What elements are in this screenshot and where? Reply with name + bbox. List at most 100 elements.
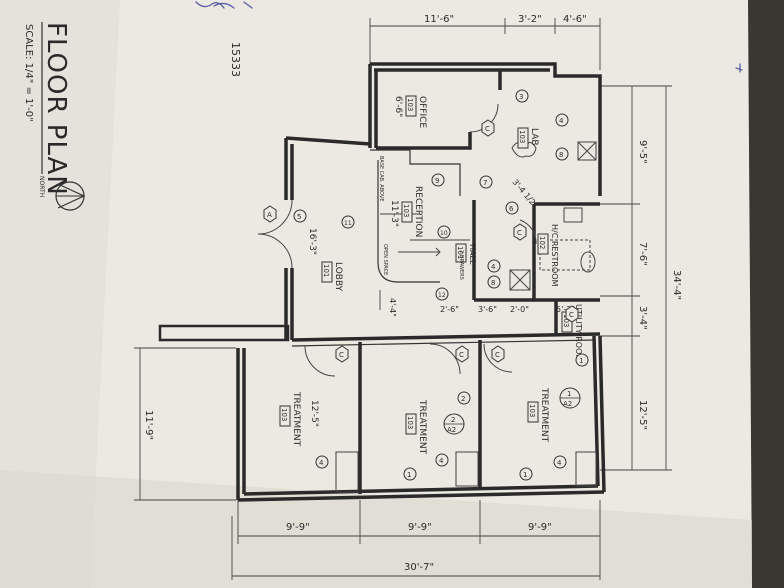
dim-int-4: 5'-2"	[556, 305, 575, 314]
dim-lobby-depth: 16'-3"	[307, 228, 317, 255]
interior-walls	[291, 70, 601, 494]
door-tag-c1: C	[481, 119, 495, 137]
keynote-11: 11	[341, 215, 355, 229]
svg-text:C: C	[495, 351, 500, 359]
svg-text:C: C	[485, 125, 490, 133]
door-tag-c3: C	[335, 345, 349, 363]
svg-text:12: 12	[438, 292, 446, 299]
svg-text:LOBBY: LOBBY	[333, 262, 343, 292]
restroom-toilet	[580, 251, 596, 273]
note-drawers: 2 DRAWERS	[458, 250, 464, 280]
section-marker-1: 1 A2	[559, 387, 581, 409]
sheet-number: 15333	[229, 42, 242, 77]
room-label-hall: HALL 101	[455, 243, 477, 265]
svg-text:1: 1	[567, 390, 571, 398]
keynote-1c: 1	[519, 467, 533, 481]
dim-right-3: 3'-4"	[637, 306, 648, 330]
svg-text:103: 103	[280, 408, 288, 421]
keynote-2: 2	[457, 391, 471, 405]
left-dimensions: 11'-9"	[134, 347, 236, 501]
exterior-walls	[158, 62, 606, 502]
dim-treat-depth-1: 12'-5"	[309, 400, 319, 427]
room-label-restroom: H/C RESTROOM 102	[537, 224, 559, 287]
svg-text:TREATMENT: TREATMENT	[417, 399, 427, 455]
door-tag-c6: C	[565, 305, 579, 323]
svg-text:103: 103	[406, 416, 414, 429]
pencil-mark	[735, 63, 743, 73]
lab-equipment-box	[577, 141, 597, 161]
svg-text:1: 1	[407, 471, 411, 479]
note-open-space: OPEN SPACE	[382, 244, 388, 275]
keynote-3: 3	[515, 89, 529, 103]
keynote-4c: 4	[315, 455, 329, 469]
plan-scale: SCALE: 1/4" = 1'-0"	[23, 24, 34, 122]
svg-text:4: 4	[319, 459, 324, 467]
svg-text:11: 11	[344, 220, 352, 227]
svg-text:2: 2	[451, 416, 455, 424]
svg-text:10: 10	[440, 230, 448, 237]
svg-text:H/C RESTROOM: H/C RESTROOM	[550, 224, 559, 287]
paper-sheet	[0, 0, 752, 588]
svg-text:102: 102	[538, 236, 546, 249]
door-tags: A C C C C C C	[263, 119, 579, 363]
keynote-12: 12	[435, 287, 449, 301]
keynote-6: 6	[505, 201, 519, 215]
dim-top-2: 3'-2"	[518, 14, 542, 25]
svg-text:103: 103	[562, 314, 570, 327]
dim-right-total: 34'-4"	[671, 270, 682, 300]
svg-text:4: 4	[491, 263, 496, 271]
pencil-scribble	[195, 1, 253, 9]
paper-shade-left	[0, 0, 120, 588]
keynote-1b: 1	[403, 467, 417, 481]
keynote-8: 8	[555, 147, 569, 161]
door-tag-c5: C	[491, 345, 505, 363]
svg-text:2: 2	[461, 395, 465, 403]
door-tag-a: A	[263, 205, 277, 223]
svg-text:101: 101	[456, 246, 464, 259]
svg-text:103: 103	[406, 98, 414, 111]
dim-bottom-1: 9'-9"	[286, 522, 310, 533]
dim-int-3: 2'-0"	[510, 305, 529, 314]
dim-office-depth: 6'-6"	[393, 96, 403, 117]
dim-bottom-2: 9'-9"	[408, 522, 432, 533]
svg-text:103: 103	[518, 130, 526, 143]
dim-bottom-3: 9'-9"	[528, 522, 552, 533]
svg-text:A2: A2	[563, 400, 572, 408]
plan-title: FLOOR PLAN	[41, 22, 71, 196]
svg-text:RECEPTION: RECEPTION	[413, 186, 423, 237]
room-labels: OFFICE 103 LAB 103 RECEPTION 103 HALL 10…	[279, 95, 583, 455]
dim-right-4: 12'-5"	[637, 400, 648, 430]
room-label-reception: RECEPTION 103	[401, 186, 423, 237]
svg-text:C: C	[459, 351, 464, 359]
dim-top-3: 4'-6"	[563, 14, 587, 25]
right-dimensions: 9'-5" 7'-6" 3'-4" 12'-5" 34'-4"	[600, 85, 682, 471]
room-label-treatment-2: TREATMENT 103	[405, 399, 427, 455]
svg-text:LAB: LAB	[529, 128, 539, 146]
keynote-4e: 4	[553, 455, 567, 469]
svg-text:5: 5	[297, 213, 301, 221]
svg-text:TREATMENT: TREATMENT	[291, 391, 301, 447]
section-marker-2: 2 A2	[443, 413, 465, 435]
dim-reception-depth: 11'-3"	[389, 200, 399, 227]
dim-bottom-total: 30'-7"	[404, 562, 434, 573]
svg-text:1: 1	[523, 471, 527, 479]
svg-text:UTILITY ROOM: UTILITY ROOM	[574, 304, 583, 361]
keynote-1: 1	[575, 353, 589, 367]
room-label-treatment-3: TREATMENT 103	[527, 387, 549, 443]
dim-int-2: 3'-6"	[478, 305, 497, 314]
svg-text:101: 101	[322, 264, 330, 277]
keynote-10: 10	[437, 225, 451, 239]
svg-text:4: 4	[439, 457, 444, 465]
fixtures	[335, 141, 597, 493]
room-label-office: OFFICE 103	[405, 95, 427, 128]
svg-text:103: 103	[528, 404, 536, 417]
keynote-9: 9	[431, 173, 445, 187]
keynote-5: 5	[293, 209, 307, 223]
room-label-treatment-1: TREATMENT 103	[279, 391, 301, 447]
door-tag-c2: C	[513, 223, 527, 241]
title-block: FLOOR PLAN SCALE: 1/4" = 1'-0"	[23, 22, 71, 196]
svg-text:C: C	[517, 229, 522, 237]
svg-text:4: 4	[559, 117, 564, 125]
keynote-7: 7	[479, 175, 493, 189]
